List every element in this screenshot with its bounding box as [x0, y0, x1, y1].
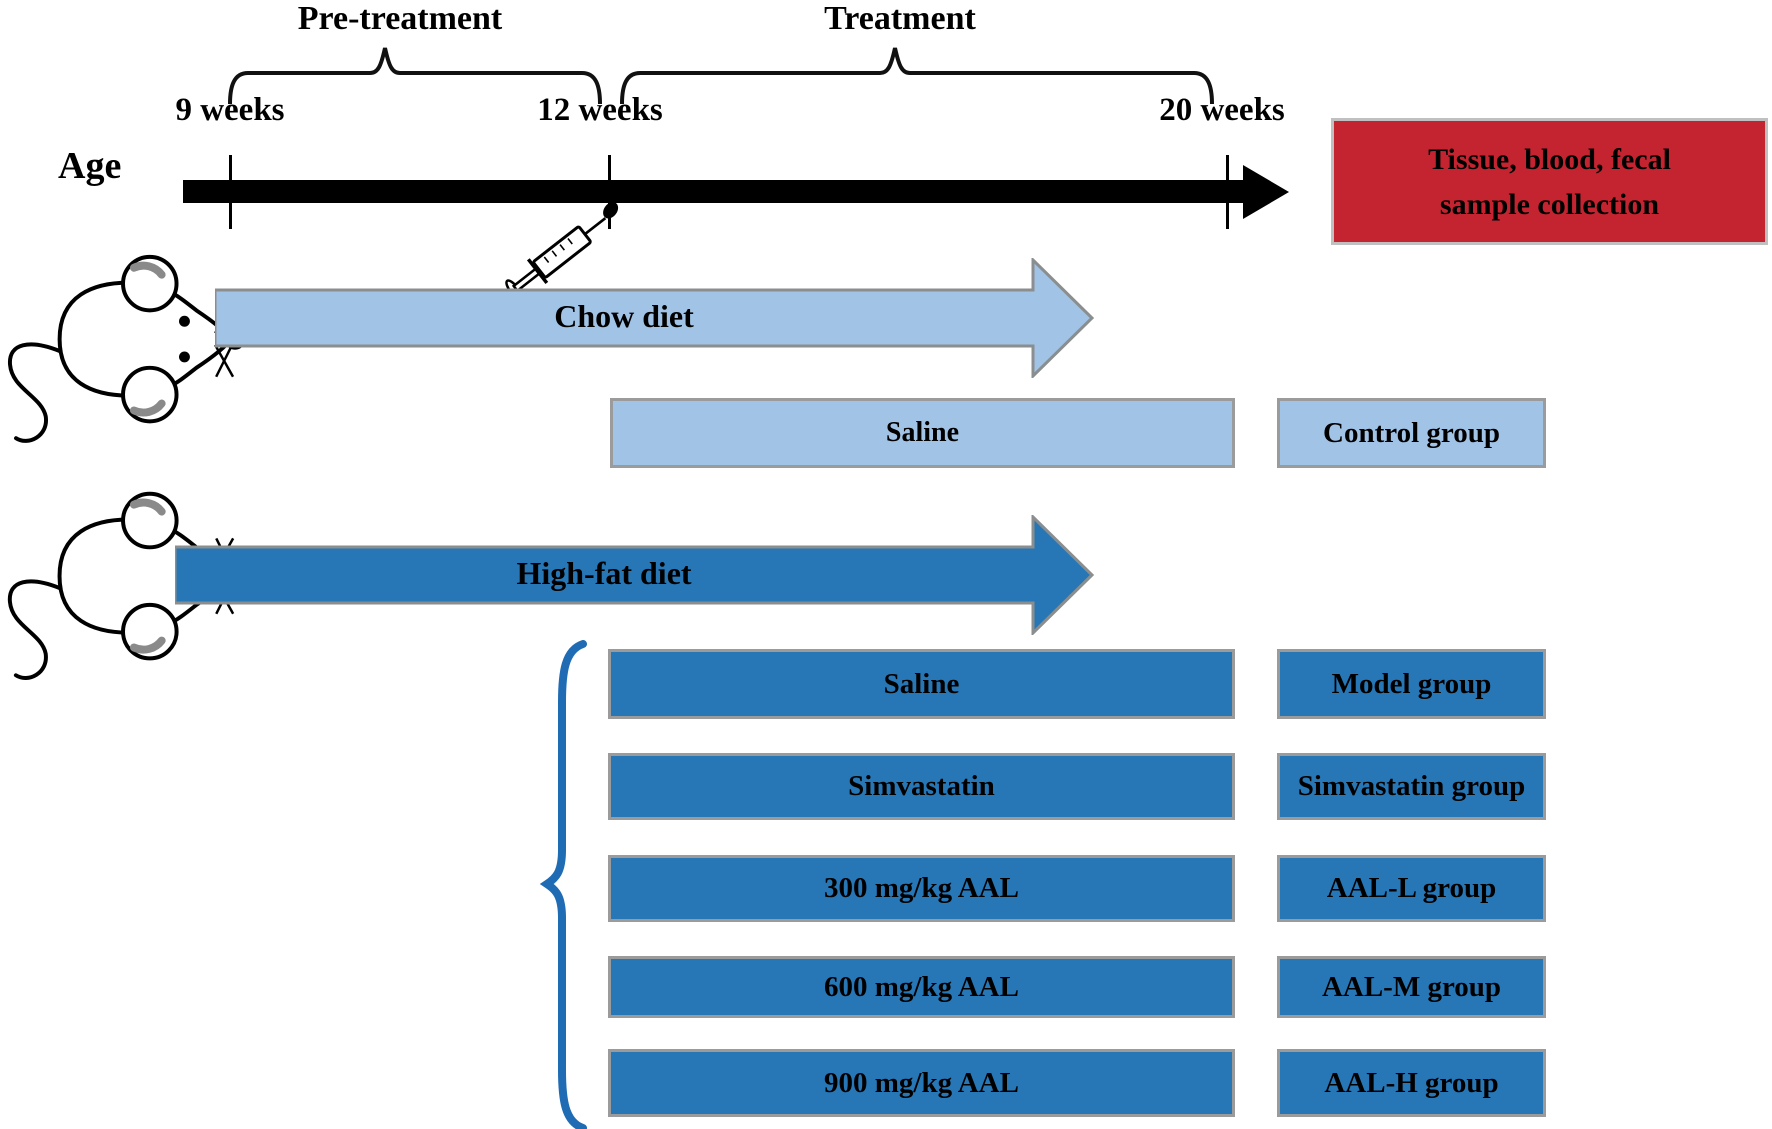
- sample-collection-line2: sample collection: [1439, 187, 1660, 221]
- high-fat-diet-label: High-fat diet: [516, 555, 692, 591]
- age-timeline-arrowhead-icon: [1243, 165, 1289, 219]
- hfd-treatment-box-aal-300: 300 mg/kg AAL: [608, 855, 1235, 922]
- age-timeline-bar: [183, 180, 1245, 203]
- hfd-treatment-box-saline: Saline: [608, 649, 1235, 719]
- chow-treatment-box-saline: Saline: [610, 398, 1235, 468]
- hfd-groups-brace-icon: [539, 640, 587, 1129]
- hfd-treatment-box-simvastatin: Simvastatin: [608, 753, 1235, 820]
- tick-label-20-weeks: 20 weeks: [1159, 92, 1285, 128]
- group-box-model: Model group: [1277, 649, 1546, 719]
- group-box-simvastatin: Simvastatin group: [1277, 753, 1546, 820]
- sample-collection-box: Tissue, blood, fecal sample collection: [1331, 118, 1768, 245]
- group-box-aal-m: AAL-M group: [1277, 956, 1546, 1018]
- group-box-aal-h: AAL-H group: [1277, 1049, 1546, 1117]
- hfd-treatment-box-aal-600: 600 mg/kg AAL: [608, 956, 1235, 1018]
- phase-braces-icon: [228, 47, 1214, 105]
- hfd-treatment-box-aal-900: 900 mg/kg AAL: [608, 1049, 1235, 1117]
- group-box-control: Control group: [1277, 398, 1546, 468]
- chow-diet-arrow: [215, 258, 1095, 378]
- group-box-aal-l: AAL-L group: [1277, 855, 1546, 922]
- phase-label-treatment: Treatment: [824, 0, 976, 37]
- syringe-icon: [505, 202, 619, 300]
- sample-collection-line1: Tissue, blood, fecal: [1428, 142, 1671, 176]
- timeline-tick-9-weeks: [229, 155, 232, 229]
- tick-label-9-weeks: 9 weeks: [175, 92, 285, 128]
- chow-diet-label: Chow diet: [554, 298, 694, 334]
- phase-label-pretreatment: Pre-treatment: [297, 0, 503, 37]
- tick-label-12-weeks: 12 weeks: [537, 92, 663, 128]
- age-axis-label: Age: [58, 145, 122, 187]
- timeline-tick-20-weeks: [1226, 155, 1229, 229]
- mouse-icon: [8, 254, 246, 443]
- high-fat-diet-arrow: [175, 515, 1095, 635]
- timeline-tick-12-weeks: [608, 155, 611, 229]
